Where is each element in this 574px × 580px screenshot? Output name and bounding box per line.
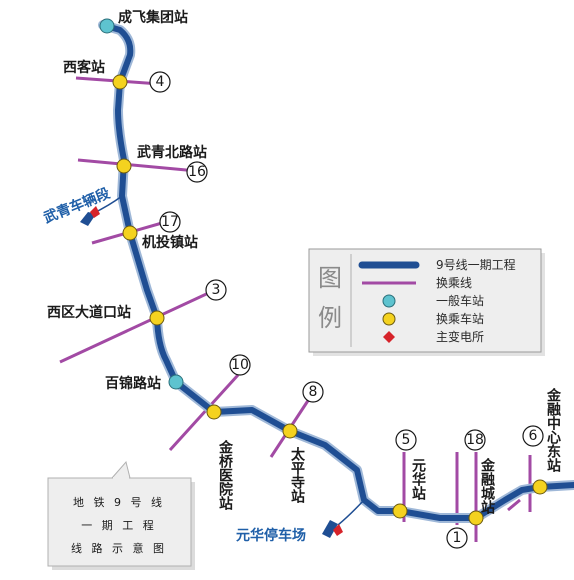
stations	[99, 18, 548, 526]
map-note-box: 地 铁 9 号 线 一 期 工 程 线 路 示 意 图	[47, 460, 195, 570]
line-badge-3: 3	[212, 282, 221, 298]
transfer-line-10	[168, 373, 240, 452]
station-xike[interactable]	[112, 74, 128, 90]
line-badge-6: 6	[529, 428, 538, 444]
label-yuanhua-depot: 元华停车场	[236, 527, 306, 544]
wuqing-depot-icon	[80, 206, 100, 226]
legend-title-tu: 图	[318, 264, 342, 292]
line9-main-track	[100, 22, 574, 521]
station-jitouzhen[interactable]	[122, 225, 138, 241]
transfer-line-16	[77, 158, 198, 173]
line-number-badges: 4 16 17 3 10 8 5 18 1 6	[149, 71, 544, 549]
regular-station-circle-icon	[382, 294, 396, 308]
legend: 图 例 9号线一期工程 换乘线 一般车站 换乘车站 主变电所	[308, 248, 545, 356]
station-baijinlu[interactable]	[168, 374, 184, 390]
legend-item-substation: 主变电所	[436, 329, 484, 344]
station-taipingsi[interactable]	[282, 423, 298, 439]
note-line-1: 地 铁 9 号 线	[73, 495, 165, 509]
label-jinrongcheng: 金融城站	[479, 457, 496, 515]
label-wuqingbeilu: 武青北路站	[137, 144, 207, 161]
station-wuqingbeilu[interactable]	[116, 158, 132, 174]
line-badge-18: 18	[466, 432, 484, 448]
line-badge-4: 4	[156, 74, 165, 90]
line-badge-10: 10	[231, 357, 249, 373]
station-jinrongcheng[interactable]	[468, 510, 484, 526]
transfer-line-east	[507, 498, 521, 512]
label-taipingsi: 太平寺站	[289, 446, 305, 504]
transfer-line-3	[59, 288, 216, 364]
label-xiqudadaokou: 西区大道口站	[47, 304, 131, 321]
station-jinrongzhongxindong[interactable]	[532, 479, 548, 495]
transfer-station-circle-icon	[382, 312, 396, 326]
label-jitouzhen: 机投镇站	[142, 234, 198, 251]
legend-title-li: 例	[318, 304, 342, 332]
substation-diamond-icon	[383, 331, 395, 343]
line-badge-1: 1	[453, 530, 462, 546]
line-badge-16: 16	[188, 164, 206, 180]
line-badge-8: 8	[309, 384, 318, 400]
label-wuqing-depot: 武青车辆段	[41, 185, 112, 227]
label-yuanhua: 元华站	[410, 458, 426, 501]
note-line-3: 线 路 示 意 图	[71, 541, 167, 555]
yuanhua-depot-icon	[322, 520, 343, 538]
station-jinqiaoyiyuan[interactable]	[206, 404, 222, 420]
label-jinrongzhongxindong: 金融中心东站	[545, 387, 562, 473]
legend-item-transfer-station: 换乘车站	[436, 311, 484, 326]
label-jinqiaoyiyuan: 金桥医院站	[217, 439, 234, 511]
label-baijinlu: 百锦路站	[105, 375, 161, 392]
station-yuanhua[interactable]	[392, 503, 408, 519]
legend-item-regular-station: 一般车站	[436, 293, 484, 308]
station-chengfei[interactable]	[99, 18, 115, 34]
legend-item-main-line: 9号线一期工程	[436, 257, 516, 272]
station-xiqudadaokou[interactable]	[149, 310, 165, 326]
label-xike: 西客站	[63, 59, 105, 76]
legend-item-transfer-line: 换乘线	[436, 276, 472, 290]
label-chengfei: 成飞集团站	[118, 9, 188, 26]
line-badge-17: 17	[161, 214, 179, 230]
line-badge-5: 5	[402, 432, 411, 448]
yuanhua-depot-spur	[337, 499, 365, 526]
note-line-2: 一 期 工 程	[81, 519, 157, 532]
